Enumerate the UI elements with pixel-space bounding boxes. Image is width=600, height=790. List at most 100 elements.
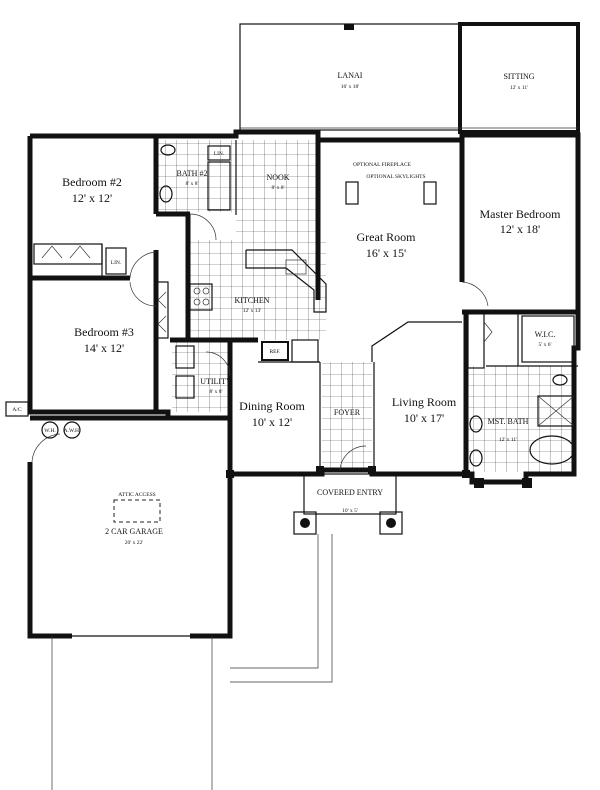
entry-column-left: [293, 511, 317, 535]
lin-label-hall: LIN.: [111, 260, 122, 266]
sink-mst2: [469, 449, 483, 467]
tile-floor-kitchen: [190, 240, 326, 340]
fireplace: [345, 181, 359, 205]
door-swing-bed2: [129, 251, 157, 279]
burner: [202, 287, 210, 295]
door-swing-bed3: [129, 281, 157, 307]
wall-post: [344, 24, 354, 30]
door-swing-master: [461, 281, 489, 307]
wall-post: [474, 478, 484, 488]
awh-label: A.W.H.: [64, 428, 81, 434]
sink-mst1: [469, 415, 483, 433]
burner: [202, 298, 210, 306]
wic-closet: [521, 315, 575, 363]
bedroom3-name: Bedroom #3: [74, 325, 134, 339]
garage-size: 20' x 22': [125, 540, 143, 546]
toilet-mst: [552, 374, 568, 386]
lin-label-bath: LIN.: [214, 151, 225, 157]
range-top: [189, 283, 213, 311]
wic-name: W.I.C.: [535, 330, 556, 339]
kitchen-name: KITCHEN: [234, 296, 269, 305]
door-swing-entry: [339, 445, 367, 471]
bedroom3-size: 14' x 12': [84, 341, 124, 355]
bathtub-bath2: [207, 161, 231, 211]
toilet-bath2: [160, 144, 176, 156]
master-bedroom-size: 12' x 18': [500, 222, 540, 236]
covered-entry-name: COVERED ENTRY: [317, 488, 383, 497]
wall-post: [522, 478, 532, 488]
closet-door-bed3: [157, 291, 167, 309]
pantry: [291, 339, 319, 363]
master-bedroom-name: Master Bedroom: [480, 207, 562, 221]
garage-name: 2 CAR GARAGE: [105, 527, 163, 536]
door-swing-garage: [31, 433, 61, 463]
optional-skylights-label: OPTIONAL SKYLIGHTS: [366, 174, 425, 180]
dryer: [175, 375, 195, 399]
optional-fireplace-label: OPTIONAL FIREPLACE: [353, 162, 412, 168]
door-swing-utility: [205, 351, 231, 377]
covered-entry-size: 10' x 5': [342, 508, 358, 514]
ref-label: REF.: [269, 349, 281, 355]
garden-tub: [529, 435, 575, 465]
nook-name: NOOK: [266, 173, 289, 182]
closet-master: [467, 311, 485, 369]
sitting-size: 12' x 11': [510, 85, 528, 91]
dining-room-name: Dining Room: [239, 399, 305, 413]
attic-access: [113, 499, 161, 523]
great-room-size: 16' x 15': [366, 246, 406, 260]
shower-x: [537, 395, 575, 427]
attic-access-label: ATTIC ACCESS: [118, 492, 155, 498]
wall-post: [368, 466, 376, 474]
bedroom2-size: 12' x 12': [72, 191, 112, 205]
shower: [537, 395, 575, 427]
washer: [175, 345, 195, 369]
kitchen-size: 12' x 13': [243, 308, 261, 314]
water-heater: [41, 421, 59, 439]
closet-bed3: [155, 281, 169, 339]
great-room-name: Great Room: [357, 230, 417, 244]
kitchen-counter: [245, 249, 327, 313]
walkway: [230, 534, 319, 669]
closet-door-bed3: [157, 315, 167, 333]
closet-door-master: [483, 321, 493, 343]
entry-column-right-core: [386, 518, 396, 528]
kitchen-sink: [285, 259, 307, 275]
entry-column-left-core: [300, 518, 310, 528]
entry-column-right: [379, 511, 403, 535]
garage-wall: [30, 415, 233, 639]
refrigerator: [261, 341, 289, 361]
sitting-name: SITTING: [503, 72, 534, 81]
exterior-wall-left: [27, 136, 171, 418]
walkway: [230, 534, 333, 683]
tile-floor-bath2: [158, 140, 236, 212]
lanai-size: 16' x 18': [341, 84, 359, 90]
bath2-name: BATH #2: [177, 169, 208, 178]
wall-post: [226, 470, 234, 478]
living-room-name: Living Room: [392, 395, 457, 409]
utility-name: UTILITY: [200, 377, 232, 386]
garage-wall-left: [27, 462, 72, 639]
closet-bed2: [33, 243, 103, 265]
foyer-name: FOYER: [334, 408, 361, 417]
bath2-size: 8' x 8': [186, 181, 199, 187]
burner: [193, 287, 201, 295]
linen-closet-hall: [105, 247, 127, 275]
dining-room-size: 10' x 12': [252, 415, 292, 429]
sink-bath2: [159, 185, 173, 203]
door-swing-bath2: [189, 213, 217, 241]
wic-size: 5' x 6': [539, 342, 552, 348]
utility-size: 8' x 8': [210, 389, 223, 395]
wall-post: [462, 470, 470, 478]
closet-door-bed2: [69, 245, 91, 259]
wall-living-angle: [371, 321, 462, 362]
nook-size: 8' x 8': [272, 185, 285, 191]
mst-bath-name: MST. BATH: [488, 417, 529, 426]
ac-unit: [5, 401, 29, 417]
ac-label: A/C: [12, 407, 22, 413]
linen-closet-bath: [207, 145, 231, 161]
sitting-outline: [458, 22, 580, 134]
covered-entry-outline: [303, 473, 397, 515]
wh-label: W.H.: [44, 428, 56, 434]
closet-door-bed2: [41, 245, 63, 259]
